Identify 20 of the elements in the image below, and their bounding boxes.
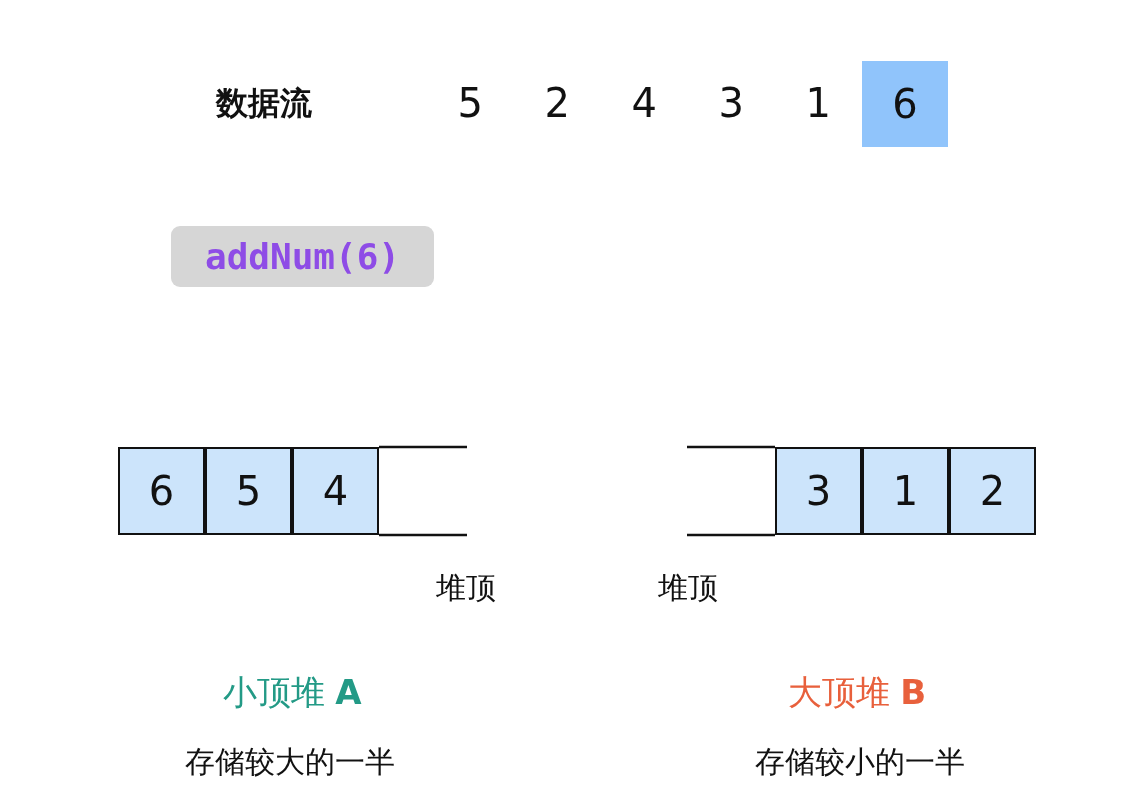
heap-cell: 4 <box>292 447 379 535</box>
heap-description: 存储较大的一半 <box>185 744 395 780</box>
heap-cell: 1 <box>862 447 949 535</box>
heap-cell: 2 <box>949 447 1036 535</box>
heap-cell: 3 <box>775 447 862 535</box>
heap-description: 存储较小的一半 <box>755 744 965 780</box>
highlighted-number: 6 <box>862 61 948 147</box>
stream-number: 5 <box>457 79 483 127</box>
heap-title: 大顶堆 B <box>787 671 927 713</box>
stream-number: 3 <box>718 79 744 127</box>
stream-number: 4 <box>631 79 657 127</box>
function-call: addNum(6) <box>171 226 434 287</box>
heap-cell: 6 <box>118 447 205 535</box>
heap-cell: 5 <box>205 447 292 535</box>
heap-title: 小顶堆 A <box>222 671 362 713</box>
stream-title: 数据流 <box>216 84 312 123</box>
heap-top-label: 堆顶 <box>658 570 718 606</box>
stream-number: 1 <box>805 79 831 127</box>
heap-top-label: 堆顶 <box>436 570 496 606</box>
stream-number: 2 <box>544 79 570 127</box>
